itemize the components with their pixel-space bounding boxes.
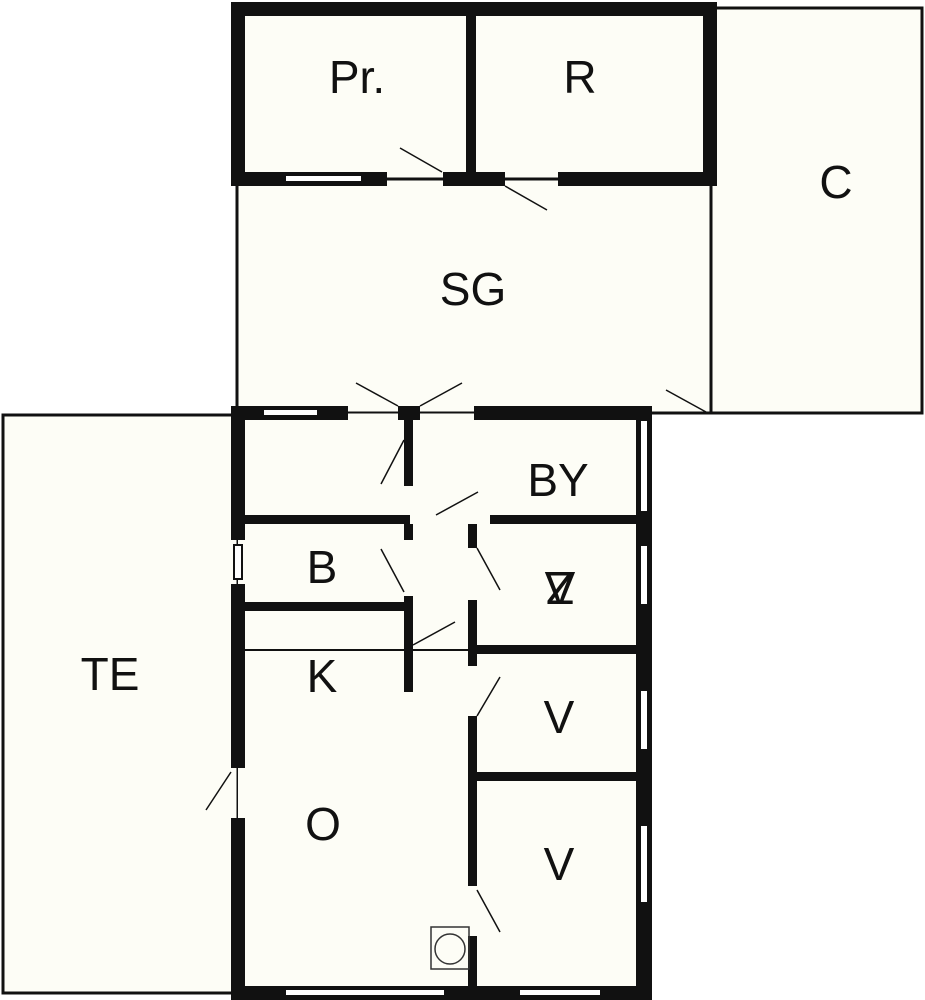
door-b xyxy=(380,548,405,593)
stove-icon xyxy=(430,926,470,970)
window-z-right xyxy=(639,544,649,606)
wall-b-bottom xyxy=(245,602,410,611)
wall-top xyxy=(231,2,717,16)
wall-house-left-b xyxy=(231,584,245,768)
window-v2-right xyxy=(639,824,649,904)
room-c-floor xyxy=(709,6,924,415)
window-bottom-b xyxy=(518,988,602,997)
room-label-pr: Pr. xyxy=(329,51,385,103)
door-house-left xyxy=(355,382,399,407)
wall-upper-bottom-c xyxy=(558,172,717,186)
house-floor xyxy=(238,413,646,993)
door-swings xyxy=(205,147,707,933)
room-label-b: B xyxy=(307,541,338,593)
room-labels: Pr. R C SG TE BY B K Z V V V O xyxy=(81,51,853,890)
wall-house-top-b xyxy=(398,406,420,420)
wall-house-left-c xyxy=(231,818,245,1000)
room-label-z: Z xyxy=(546,562,574,614)
door-v2 xyxy=(476,889,501,933)
wall-v1-bottom xyxy=(474,772,640,781)
room-label-k: K xyxy=(307,650,338,702)
window-house-left xyxy=(233,544,243,580)
room-label-by: BY xyxy=(527,454,588,506)
wall-hall-v-lower xyxy=(404,596,413,692)
wall-rooms-left-a xyxy=(468,524,477,548)
door-kitchen xyxy=(412,621,456,646)
window-bottom-a xyxy=(284,988,446,997)
wall-hall-v-upper xyxy=(404,418,413,486)
room-label-v1: V xyxy=(544,691,575,743)
door-z xyxy=(476,547,501,591)
door-sg-c xyxy=(665,389,707,413)
wall-rooms-left-d xyxy=(468,936,477,992)
room-label-te: TE xyxy=(81,648,140,700)
room-label-v-overlap: V xyxy=(545,562,576,614)
door-pr xyxy=(399,147,443,173)
room-label-o: O xyxy=(305,798,341,850)
door-r xyxy=(504,185,548,211)
window-house-top xyxy=(262,408,319,417)
window-v1-right xyxy=(639,689,649,751)
window-pr xyxy=(284,174,363,183)
door-hall-upper xyxy=(380,439,405,485)
wall-pr-r xyxy=(466,10,476,186)
wall-hall-v-mid xyxy=(404,524,413,540)
room-pr-floor xyxy=(237,8,471,179)
door-v1 xyxy=(476,676,501,717)
door-by xyxy=(435,491,479,516)
room-label-sg: SG xyxy=(440,263,506,315)
wall-house-left-a xyxy=(231,406,245,540)
door-house-right xyxy=(419,382,463,407)
room-r-floor xyxy=(471,8,711,179)
wall-by-bottom-left xyxy=(245,515,410,524)
room-te-floor xyxy=(1,413,240,995)
wall-house-top-c xyxy=(474,406,652,420)
wall-upper-right xyxy=(703,2,717,186)
thin-lines xyxy=(245,412,474,651)
wall-upper-left xyxy=(231,2,245,186)
wall-rooms-left-c xyxy=(468,716,477,886)
window-by-right xyxy=(639,419,649,513)
room-label-r: R xyxy=(563,51,596,103)
wall-z-bottom xyxy=(474,645,640,654)
door-te xyxy=(205,771,232,811)
room-fills xyxy=(1,6,924,995)
room-sg-floor xyxy=(235,177,713,415)
wall-by-bottom-right xyxy=(490,515,640,524)
wall-rooms-left-b xyxy=(468,600,477,666)
windows xyxy=(233,174,649,997)
room-label-c: C xyxy=(819,156,852,208)
room-label-v2: V xyxy=(544,838,575,890)
wall-upper-bottom-b xyxy=(443,172,505,186)
